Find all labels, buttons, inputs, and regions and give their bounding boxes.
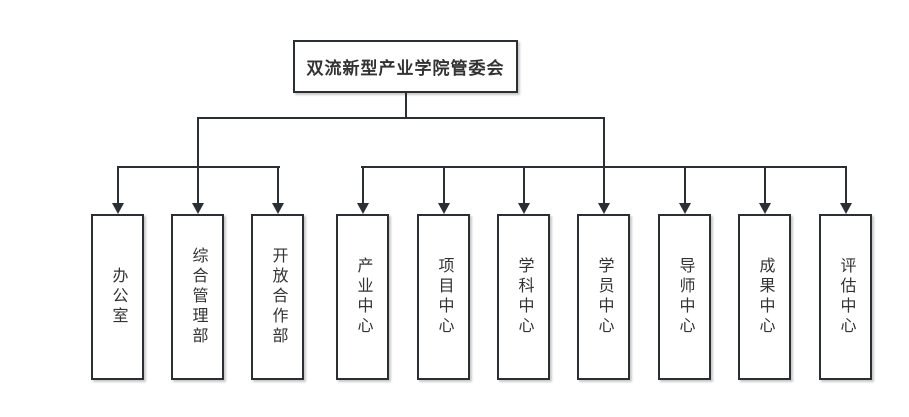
connector-left-drop [196,117,199,168]
arrow-down-icon [437,203,450,214]
arrow-down-icon [356,203,369,214]
connector-arrow-line [361,166,364,204]
arrow-down-icon [597,203,610,214]
dept-node-general-management[interactable]: 综合管理部 [171,214,224,380]
connector-arrow-line [602,166,605,204]
dept-node-label: 项目中心 [435,257,453,337]
dept-node-label: 成果中心 [756,257,774,337]
connector-arrow-line [276,166,279,204]
connector-arrow-line [196,166,199,204]
dept-node-open-cooperation[interactable]: 开放合作部 [251,214,304,380]
connector-trunk [404,93,407,119]
connector-arrow-line [116,166,119,204]
dept-node-evaluation-center[interactable]: 评估中心 [819,214,872,380]
arrow-down-icon [678,203,691,214]
dept-node-industry-center[interactable]: 产业中心 [336,214,389,380]
dept-node-label: 导师中心 [676,257,694,337]
connector-arrow-line [522,166,525,204]
connector-arrow-line [442,166,445,204]
dept-node-label: 产业中心 [354,257,372,337]
arrow-down-icon [758,203,771,214]
dept-node-label: 评估中心 [837,257,855,337]
dept-node-student-center[interactable]: 学员中心 [577,214,630,380]
arrow-down-icon [191,203,204,214]
dept-node-label: 学员中心 [595,257,613,337]
dept-node-label: 开放合作部 [269,247,287,347]
dept-node-label: 综合管理部 [189,247,207,347]
dept-node-label: 学科中心 [515,257,533,337]
dept-node-project-center[interactable]: 项目中心 [417,214,470,380]
arrow-down-icon [111,203,124,214]
connector-main-rail [197,117,605,119]
arrow-down-icon [517,203,530,214]
connector-right-drop [602,117,605,168]
root-node[interactable]: 双流新型产业学院管委会 [293,40,518,93]
connector-arrow-line [844,166,847,204]
root-node-label: 双流新型产业学院管委会 [306,59,505,78]
dept-node-label: 办公室 [109,267,127,327]
arrow-down-icon [271,203,284,214]
dept-node-mentor-center[interactable]: 导师中心 [658,214,711,380]
connector-arrow-line [683,166,686,204]
dept-node-discipline-center[interactable]: 学科中心 [497,214,550,380]
dept-node-achievement-center[interactable]: 成果中心 [738,214,791,380]
connector-arrow-line [763,166,766,204]
dept-node-office[interactable]: 办公室 [91,214,144,380]
arrow-down-icon [839,203,852,214]
